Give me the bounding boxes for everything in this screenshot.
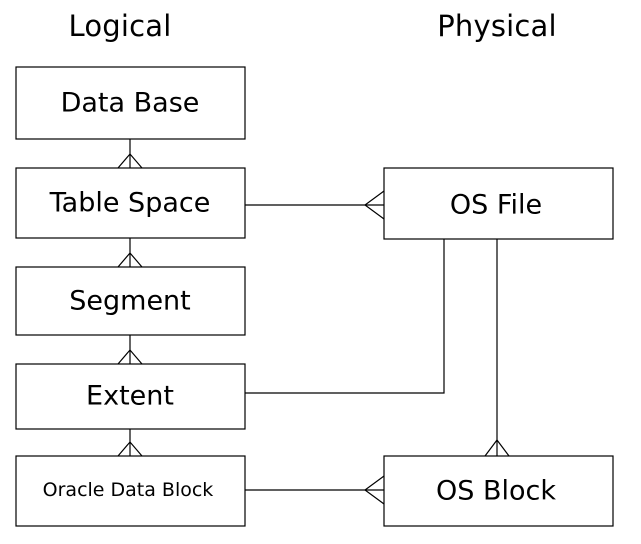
extent-oracleblock-connector: [117, 429, 143, 457]
extent-label: Extent: [86, 381, 174, 412]
segment-extent-connector: [117, 335, 143, 365]
physical-column-title: Physical: [437, 9, 557, 43]
oracle-data-block-label: Oracle Data Block: [43, 479, 214, 501]
segment-box: Segment: [15, 266, 246, 336]
oracleblock-osblock-connector: [245, 475, 385, 505]
extent-osfile-connector: [245, 239, 445, 394]
database-box: Data Base: [15, 66, 246, 140]
oracle-data-block-box: Oracle Data Block: [15, 455, 246, 527]
database-tablespace-connector: [117, 139, 143, 169]
osfile-osblock-connector: [484, 239, 510, 457]
os-file-box: OS File: [383, 167, 614, 240]
tablespace-box: Table Space: [15, 167, 246, 239]
logical-column-title: Logical: [68, 9, 171, 43]
database-label: Data Base: [61, 88, 200, 119]
tablespace-osfile-connector: [245, 190, 385, 220]
tablespace-segment-connector: [117, 238, 143, 268]
os-block-box: OS Block: [383, 455, 614, 527]
os-file-label: OS File: [450, 190, 542, 221]
extent-box: Extent: [15, 363, 246, 430]
os-block-label: OS Block: [436, 476, 556, 507]
segment-label: Segment: [69, 286, 191, 317]
tablespace-label: Table Space: [49, 188, 211, 219]
